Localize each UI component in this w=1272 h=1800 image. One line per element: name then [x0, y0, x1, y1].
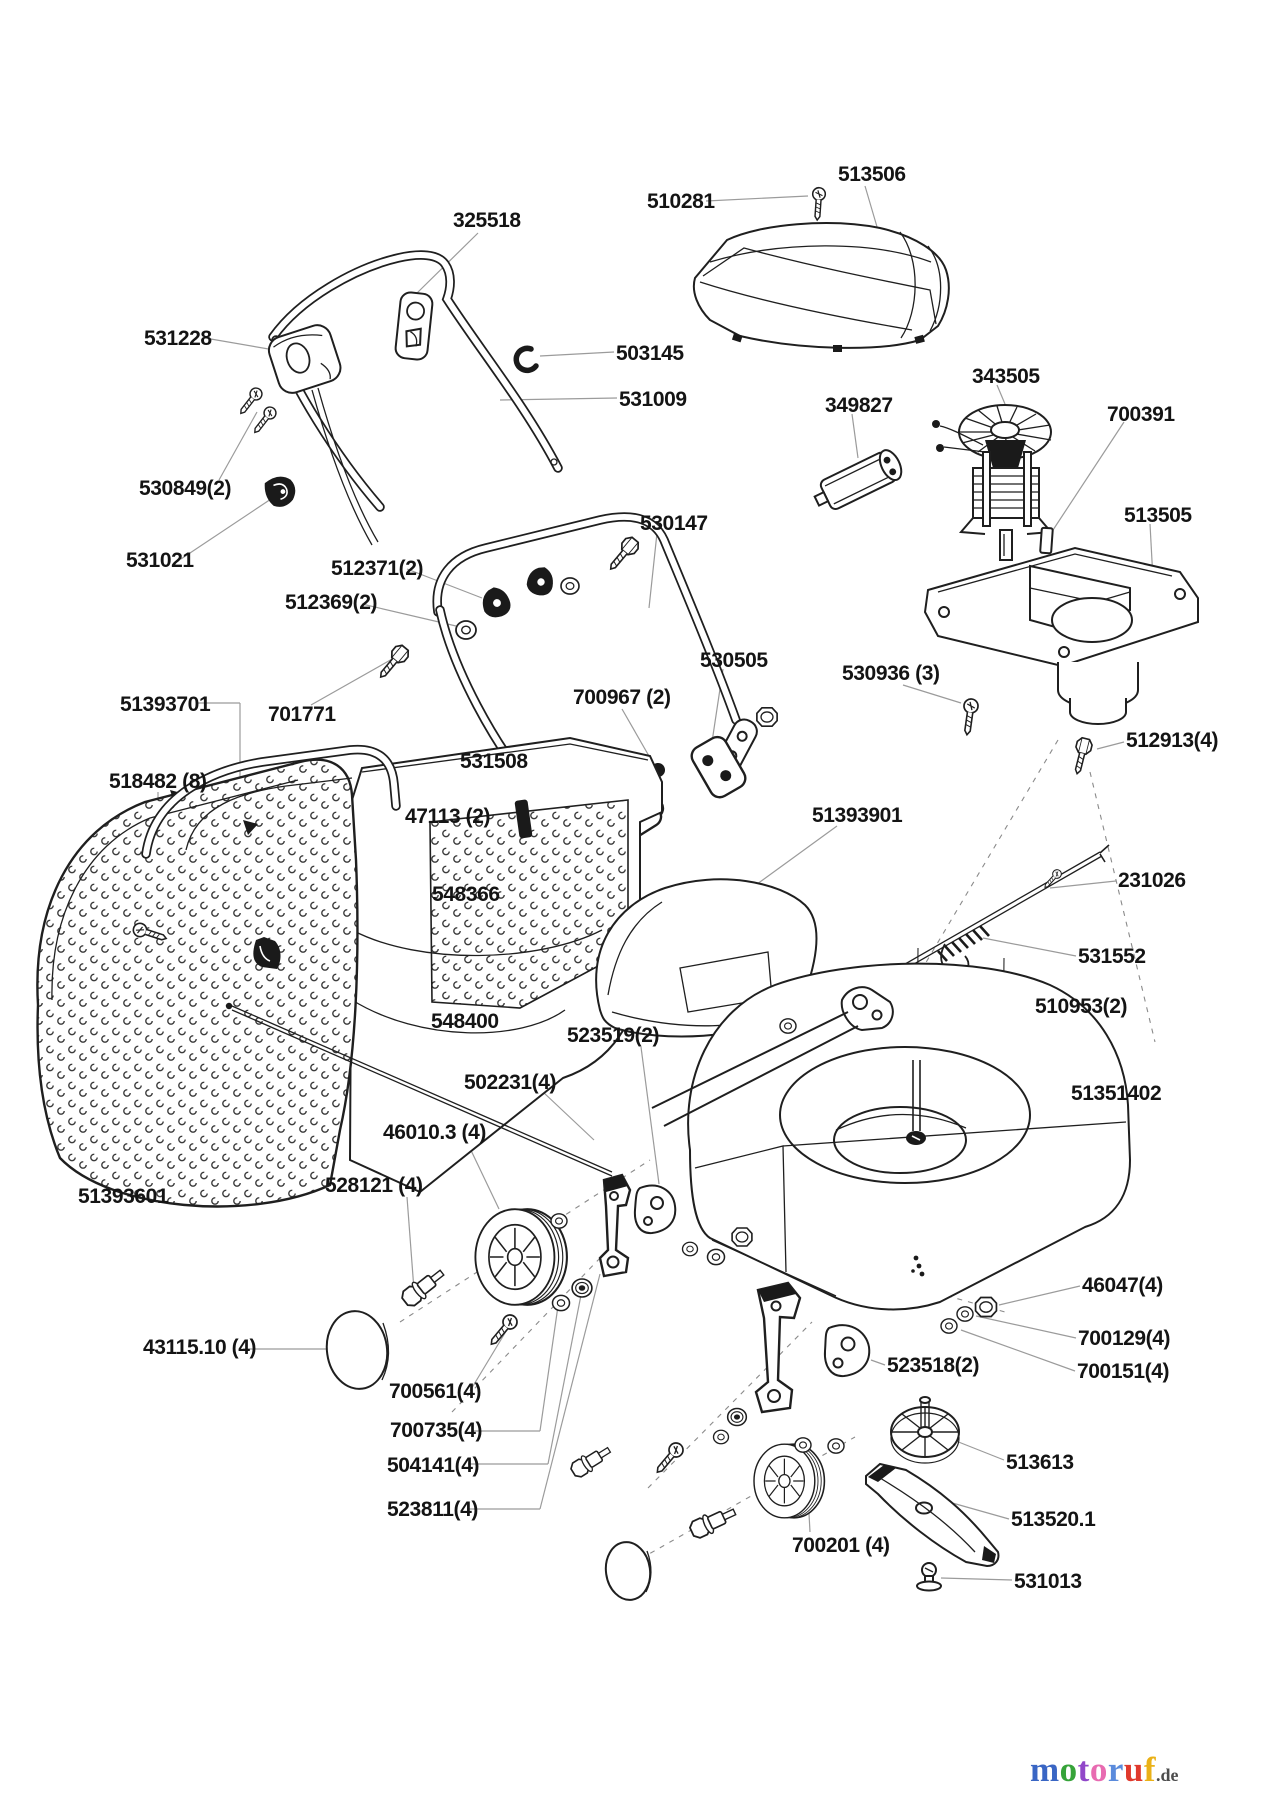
motoruf-logo[interactable]: motoruf.de: [1030, 1752, 1178, 1787]
label-47113-2: 47113 (2): [405, 805, 491, 828]
label-548366: 548366: [432, 883, 500, 906]
label-531508: 531508: [460, 750, 528, 773]
label-531009: 531009: [619, 388, 687, 411]
label-700201-4: 700201 (4): [792, 1534, 890, 1557]
cable-holder: [264, 476, 296, 507]
label-700391: 700391: [1107, 403, 1175, 426]
capacitor: [813, 449, 903, 511]
label-512369-2: 512369(2): [285, 591, 378, 614]
logo-letter: o: [1089, 1750, 1108, 1789]
label-518482-8: 518482 (8): [109, 770, 207, 793]
height-levers: [598, 1173, 871, 1414]
label-513505: 513505: [1124, 504, 1192, 527]
label-510281: 510281: [647, 190, 715, 213]
label-531021: 531021: [126, 549, 194, 572]
label-701771: 701771: [268, 703, 336, 726]
pivot-bracket: [823, 1324, 871, 1378]
label-513520-1: 513520.1: [1011, 1508, 1096, 1531]
label-523519-2: 523519(2): [567, 1024, 660, 1047]
label-512913-4: 512913(4): [1126, 729, 1219, 752]
motoruf-tld: .de: [1155, 1765, 1179, 1785]
logo-letter: o: [1059, 1750, 1078, 1789]
label-512371-2: 512371(2): [331, 557, 424, 580]
logo-letter: m: [1030, 1750, 1060, 1789]
label-502231-4: 502231(4): [464, 1071, 557, 1094]
spring: [937, 925, 990, 962]
label-51393701: 51393701: [120, 693, 211, 716]
label-530147: 530147: [640, 512, 708, 535]
label-325518: 325518: [453, 209, 521, 232]
upper-handle-assembly: [235, 250, 563, 546]
label-530849-2: 530849(2): [139, 477, 232, 500]
motor-mount-plate: [923, 546, 1199, 725]
blade-bolt: [916, 1562, 942, 1592]
wheel-hardware: [325, 1208, 998, 1601]
label-51393601: 51393601: [78, 1185, 169, 1208]
label-531552: 531552: [1078, 945, 1146, 968]
label-231026: 231026: [1118, 869, 1186, 892]
label-349827: 349827: [825, 394, 893, 417]
logo-letter: t: [1077, 1750, 1090, 1789]
label-523518-2: 523518(2): [887, 1354, 980, 1377]
c-clip: [513, 345, 539, 374]
fan-pulley: [890, 1396, 960, 1464]
logo-letter: u: [1123, 1750, 1144, 1789]
blade: [865, 1462, 1000, 1568]
label-700129-4: 700129(4): [1078, 1327, 1171, 1350]
label-700735-4: 700735(4): [390, 1419, 483, 1442]
label-548400: 548400: [431, 1010, 499, 1033]
label-531228: 531228: [144, 327, 212, 350]
motor-hood: [692, 186, 950, 352]
label-530505: 530505: [700, 649, 768, 672]
label-43115-10-4: 43115.10 (4): [143, 1336, 257, 1359]
label-504141-4: 504141(4): [387, 1454, 480, 1477]
motor-assembly: [813, 404, 1199, 777]
label-503145: 503145: [616, 342, 684, 365]
label-513613: 513613: [1006, 1451, 1074, 1474]
logo-letter: r: [1107, 1750, 1124, 1789]
shaft-key: [1039, 526, 1054, 555]
label-531013: 531013: [1014, 1570, 1082, 1593]
label-46010-3-4: 46010.3 (4): [383, 1121, 487, 1144]
blade-assembly: [865, 1396, 1000, 1592]
label-523811-4: 523811(4): [387, 1498, 478, 1521]
label-700967-2: 700967 (2): [573, 686, 671, 709]
label-343505: 343505: [972, 365, 1040, 388]
handle-bracket: [690, 735, 747, 799]
label-510953-2: 510953(2): [1035, 995, 1128, 1018]
mower-deck: [651, 962, 1132, 1311]
motoruf-wordmark: motoruf: [1030, 1750, 1156, 1789]
label-528121-4: 528121 (4): [325, 1174, 423, 1197]
switch-housing: [267, 324, 342, 394]
label-51351402: 51351402: [1071, 1082, 1162, 1105]
label-700151-4: 700151(4): [1077, 1360, 1170, 1383]
logo-letter: f: [1143, 1750, 1156, 1789]
label-46047-4: 46047(4): [1082, 1274, 1163, 1297]
hubcap: [604, 1541, 652, 1601]
label-513506: 513506: [838, 163, 906, 186]
handle-clamp-plate: [394, 291, 434, 361]
grass-catcher: [36, 736, 663, 1208]
pivot-bracket: [633, 1184, 677, 1235]
label-51393901: 51393901: [812, 804, 903, 827]
hubcap: [325, 1310, 390, 1390]
label-530936-3: 530936 (3): [842, 662, 940, 685]
label-700561-4: 700561(4): [389, 1380, 482, 1403]
